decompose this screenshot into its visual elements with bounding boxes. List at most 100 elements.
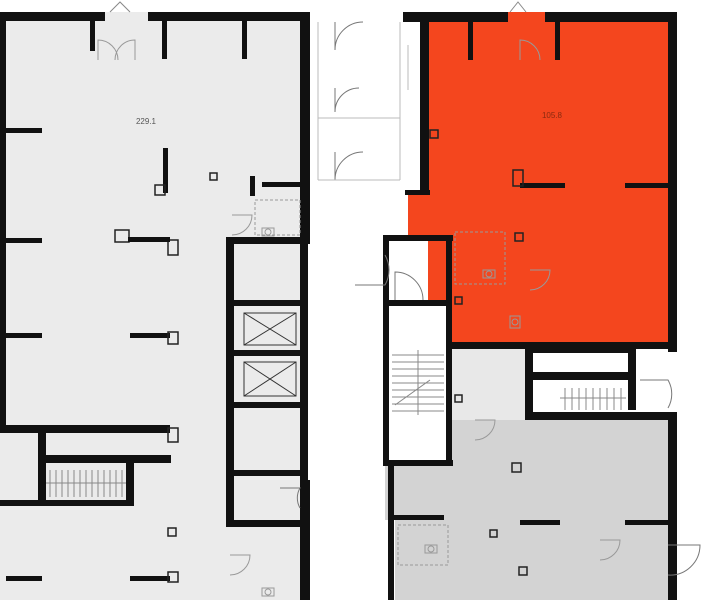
wall-stub-2 [6, 238, 42, 243]
door-swing-icon[interactable] [529, 269, 551, 291]
wall-hl-int-2 [555, 22, 560, 60]
wall-center-right [446, 235, 452, 465]
lobby-fill [450, 345, 525, 420]
wall-center-top [383, 235, 453, 241]
wall-left-top-2 [148, 12, 308, 21]
room-labels: 229.1 105.8 [136, 111, 563, 126]
wall-core-div-1 [234, 300, 306, 306]
wall-hl-int-5 [405, 190, 430, 195]
toilet-icon [482, 269, 496, 279]
door-swing-icon[interactable] [280, 487, 301, 509]
wall-left-side [0, 12, 6, 432]
wall-core-div-4 [234, 470, 306, 476]
area-label-left: 229.1 [136, 117, 157, 126]
stairs [46, 350, 626, 497]
corridor-doors [280, 21, 701, 576]
column-icon [489, 529, 498, 538]
wall-stub-3 [6, 333, 42, 338]
door-swing-icon[interactable] [667, 544, 701, 576]
wall-col-1 [128, 237, 170, 242]
door-swing-icon[interactable] [640, 379, 673, 409]
stair-icon [392, 350, 444, 415]
elevators [243, 312, 297, 397]
wall-stair-left-mid [46, 455, 171, 463]
column-icon [454, 296, 463, 305]
wall-stair-left-bottom [0, 500, 134, 506]
wall-int-3 [242, 21, 247, 59]
area-label-highlight: 105.8 [542, 111, 563, 120]
column-icon [167, 427, 179, 443]
door-swing-icon[interactable] [355, 254, 390, 286]
door-swing-icon[interactable] [394, 271, 424, 301]
corridor-lines [317, 22, 409, 181]
wall-lr-left-v [388, 465, 394, 600]
wall-left-right [300, 12, 310, 237]
toilet-icon [424, 544, 438, 554]
wall-hl-int-1 [468, 22, 473, 60]
wall-stair-left-inner [38, 433, 46, 505]
door-swing-icon[interactable] [334, 21, 364, 51]
wall-core-left [226, 237, 234, 527]
room-highlight-fill[interactable] [408, 12, 668, 345]
bathroom-outline [254, 199, 301, 236]
toilet-icon [509, 315, 521, 329]
door-swing-icon[interactable] [231, 214, 253, 236]
walls [0, 12, 677, 600]
wall-hl-top-1 [403, 12, 508, 22]
column-icon [114, 229, 130, 243]
elevator-icon [243, 361, 297, 397]
door-swing-icon[interactable] [97, 39, 119, 61]
column-icon [167, 239, 179, 256]
wall-lr-left-box [525, 345, 533, 420]
door-swing-icon[interactable] [334, 87, 360, 113]
wall-hl-left [403, 12, 429, 22]
door-swing-icon[interactable] [519, 39, 541, 61]
entrance-marks [109, 1, 527, 13]
wall-stub-4 [6, 576, 42, 581]
wall-left-right-lower [300, 480, 310, 600]
bathroom-outline [397, 524, 449, 566]
wall-center-mid [389, 300, 446, 306]
wall-int-5 [262, 182, 304, 187]
wall-stub-5 [130, 333, 170, 338]
door-swing-icon[interactable] [229, 554, 251, 576]
column-walls [128, 176, 255, 242]
door-swing-icon[interactable] [114, 39, 136, 61]
column-icon [512, 169, 524, 187]
wall-lr-right [668, 412, 677, 600]
door-swing-icon[interactable] [599, 539, 621, 561]
stair-icon [560, 388, 626, 410]
stair-icon [46, 470, 126, 497]
wall-lr-bottom-strip [525, 412, 670, 420]
wall-core-div-2 [234, 350, 306, 356]
wall-lr-stub-1 [520, 520, 560, 525]
wall-stub-1 [6, 128, 42, 133]
columns [114, 129, 528, 583]
wall-int-4 [163, 148, 168, 193]
toilet-icon [261, 587, 275, 597]
column-icon [154, 184, 166, 196]
wall-core-div-3 [234, 402, 306, 408]
wall-center-bottom [383, 460, 453, 466]
column-icon [511, 462, 522, 473]
column-icon [454, 394, 463, 403]
wall-stair-left-right [126, 463, 134, 505]
wall-hl-int-4 [625, 183, 668, 188]
door-swing-icon[interactable] [474, 419, 496, 441]
wall-lr-stub-2 [625, 520, 668, 525]
door-swing-icon[interactable] [509, 1, 527, 13]
wall-stub-6 [130, 576, 170, 581]
column-icon [209, 172, 218, 181]
column-icon [167, 331, 179, 345]
door-swing-icon[interactable] [109, 1, 131, 13]
wall-hl-top-2 [545, 12, 675, 22]
wall-center-left [383, 235, 389, 465]
wall-left-top [0, 12, 105, 21]
room-fills [0, 12, 668, 600]
wall-core-top [226, 237, 310, 244]
wall-stair-left-top [0, 425, 170, 433]
door-swing-icon[interactable] [334, 151, 364, 181]
wall-int-1 [90, 21, 95, 51]
column-icon [167, 527, 177, 537]
